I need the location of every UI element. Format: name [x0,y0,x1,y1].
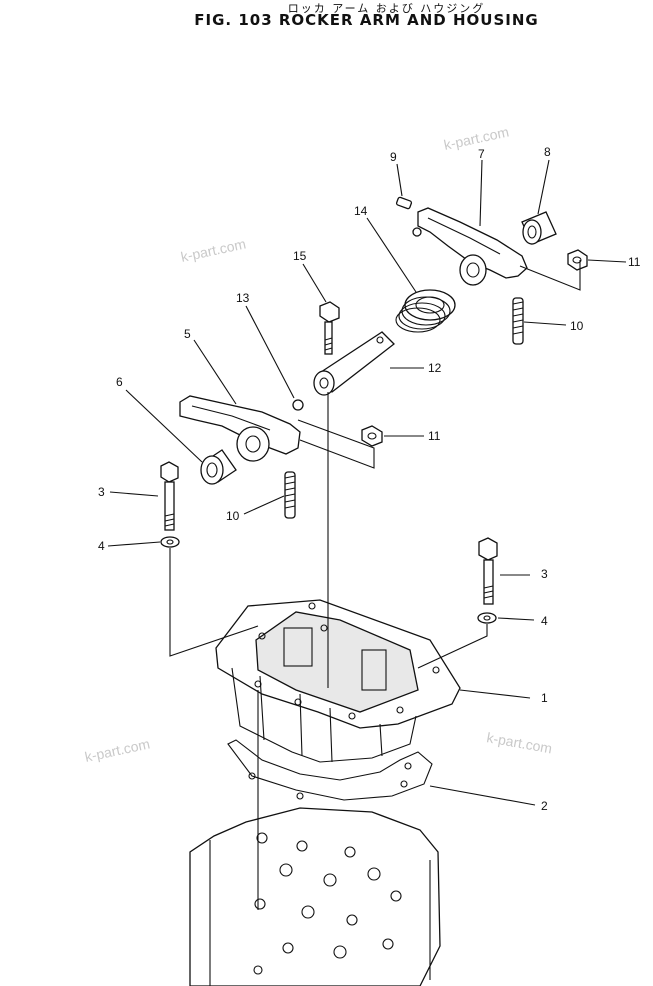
callout-6: 6 [116,375,123,389]
bushing-lower [200,449,237,485]
callout-3-right: 3 [541,567,548,581]
callout-14: 14 [354,204,368,218]
watermark-4: k-part.com [485,729,553,756]
watermark-3: k-part.com [83,736,151,765]
japanese-subtitle: ロッカ アーム および ハウジング [287,2,486,15]
callout-2: 2 [541,799,548,813]
callout-3-left: 3 [98,485,105,499]
callout-10-upper: 10 [570,319,584,333]
spring [395,289,456,333]
rocker-arm-lower [179,395,301,462]
rocker-shaft [313,331,395,396]
callout-10-lower: 10 [226,509,240,523]
washer-right [477,612,497,624]
callout-11-upper: 11 [628,255,641,269]
figure-title: FIG. 103 ROCKER ARM AND HOUSING [194,11,539,29]
callout-labels: 1 2 3 3 4 4 5 6 7 8 9 10 10 11 11 12 13 … [98,145,641,813]
bolt-right [478,537,498,605]
callout-7: 7 [478,147,485,161]
callout-9: 9 [390,150,397,164]
nut-upper [567,249,588,271]
small-bolt [395,196,413,210]
cylinder-head [189,807,441,986]
leader-lines [107,159,627,806]
bolt-left [160,461,179,531]
callout-4-left: 4 [98,539,105,553]
callout-15: 15 [293,249,307,263]
callout-12: 12 [428,361,442,375]
callout-1: 1 [541,691,548,705]
watermark-1: k-part.com [442,124,510,153]
washer-left [160,536,180,548]
nut-lower [361,425,383,447]
watermark-2: k-part.com [179,236,247,265]
gasket [227,739,433,801]
bolt-15 [319,301,340,355]
callout-11-lower: 11 [428,429,441,443]
callout-13: 13 [236,291,250,305]
rocker-housing [215,599,461,763]
callout-5: 5 [184,327,191,341]
adjusting-screw-upper [512,297,524,345]
assembly-guide-lines [169,260,581,910]
adjusting-screw-lower [284,471,296,519]
callout-4-right: 4 [541,614,548,628]
steel-ball [292,399,304,411]
bushing-upper [521,211,557,245]
rocker-arm-upper [412,207,528,286]
callout-8: 8 [544,145,551,159]
